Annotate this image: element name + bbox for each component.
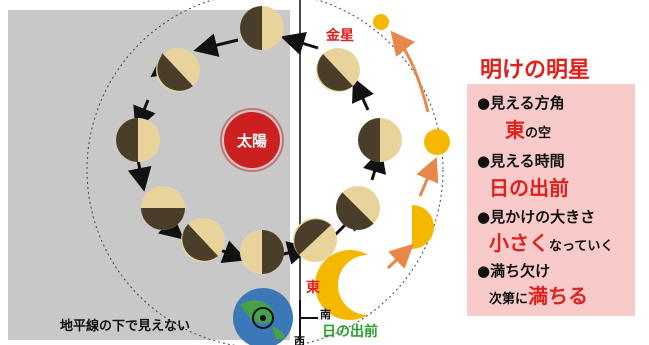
venus-orbit-positions	[116, 6, 402, 274]
bullet: ●	[477, 152, 491, 170]
item-label: 満ち欠け	[490, 262, 551, 280]
bullet: ●	[477, 208, 491, 226]
compass-west: 西	[294, 335, 305, 345]
venus-position	[240, 6, 284, 50]
compass-south: 南	[320, 307, 331, 321]
venus-position	[293, 218, 337, 262]
compass-east: 東	[306, 279, 320, 296]
venus-position	[156, 48, 200, 92]
item-suffix: なっていく	[549, 239, 614, 254]
venus-position	[181, 218, 225, 262]
item-label: 見える方角	[490, 94, 565, 112]
phase-arrows	[386, 30, 439, 270]
item-suffix: の空	[525, 126, 552, 141]
bullet: ●	[477, 94, 491, 112]
venus-position	[358, 118, 402, 162]
item-value: 満ちる	[528, 284, 589, 308]
venus-position	[116, 118, 160, 162]
apparent-phases	[314, 14, 450, 320]
venus-position	[141, 186, 185, 230]
venus-position	[240, 230, 284, 274]
full-phase	[373, 14, 389, 30]
bullet: ●	[477, 262, 491, 280]
below-horizon-label: 地平線の下で見えない	[60, 318, 190, 334]
item-time: ●見える時間	[477, 150, 565, 171]
sun-label: 太陽	[237, 132, 267, 150]
earth	[233, 288, 293, 345]
item-value: 小さく	[489, 231, 549, 255]
item-label: 見かけの大きさ	[490, 208, 596, 226]
item-phase-value: 次第に満ちる	[489, 280, 588, 309]
crescent-phase	[314, 249, 368, 320]
venus-position	[316, 48, 360, 92]
item-size: ●見かけの大きさ	[477, 206, 595, 227]
sun	[220, 108, 284, 172]
item-time-value: 日の出前	[489, 172, 569, 201]
venus-label: 金星	[325, 27, 354, 44]
item-label: 見える時間	[490, 152, 565, 170]
info-panel: ●見える方角 東の空 ●見える時間 日の出前 ●見かけの大きさ 小さくなっていく…	[467, 84, 635, 316]
before-sunrise-label: 日の出前	[322, 323, 378, 340]
gibbous-phase	[424, 129, 450, 155]
item-size-value: 小さくなっていく	[489, 227, 613, 256]
half-phase	[412, 205, 434, 249]
item-direction-value: 東の空	[505, 114, 551, 143]
night-shade	[8, 10, 290, 340]
venus-position	[336, 186, 380, 230]
compass	[299, 300, 318, 340]
item-prefix: 次第に	[489, 292, 529, 307]
panel-title: 明けの明星	[480, 58, 591, 83]
item-direction: ●見える方角	[477, 92, 565, 113]
outer-orbit	[86, 0, 444, 345]
item-phase: ●満ち欠け	[477, 260, 550, 281]
item-value: 東	[505, 118, 525, 142]
item-value: 日の出前	[489, 176, 569, 200]
